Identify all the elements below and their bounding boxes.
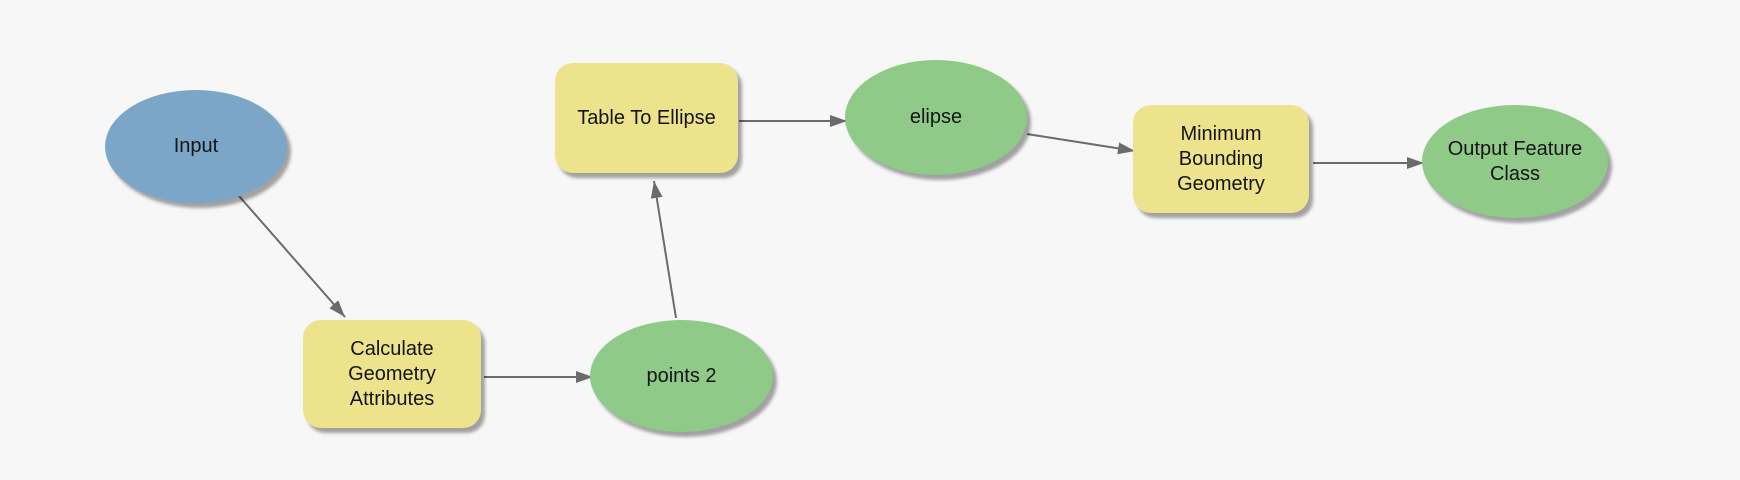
node-input-label: Input xyxy=(173,135,219,157)
connector-points-2-to-table-to-ellipse[interactable] xyxy=(650,180,677,319)
node-minimum-bounding-geometry-label: Minimum Bounding Geometry xyxy=(1177,122,1265,195)
node-elipse[interactable]: elipse xyxy=(845,60,1027,175)
connector-input-to-calculate-geometry-attributes[interactable] xyxy=(238,195,346,318)
connector-elipse-to-minimum-bounding-geometry[interactable] xyxy=(1026,133,1136,155)
node-elipse-label: elipse xyxy=(909,106,963,128)
node-minimum-bounding-geometry[interactable]: Minimum Bounding Geometry xyxy=(1133,105,1309,213)
node-output-feature-class-label: Output Feature Class xyxy=(1447,137,1583,185)
node-calculate-geometry-attributes[interactable]: Calculate Geometry Attributes xyxy=(303,320,481,428)
node-points-2[interactable]: points 2 xyxy=(590,320,773,432)
node-table-to-ellipse[interactable]: Table To Ellipse xyxy=(555,63,738,173)
node-input[interactable]: Input xyxy=(105,90,287,203)
node-table-to-ellipse-label: Table To Ellipse xyxy=(577,106,716,129)
node-points-2-label: points 2 xyxy=(646,364,717,387)
node-output-feature-class[interactable]: Output Feature Class xyxy=(1422,105,1608,218)
node-calculate-geometry-attributes-label: Calculate Geometry Attributes xyxy=(348,337,436,410)
